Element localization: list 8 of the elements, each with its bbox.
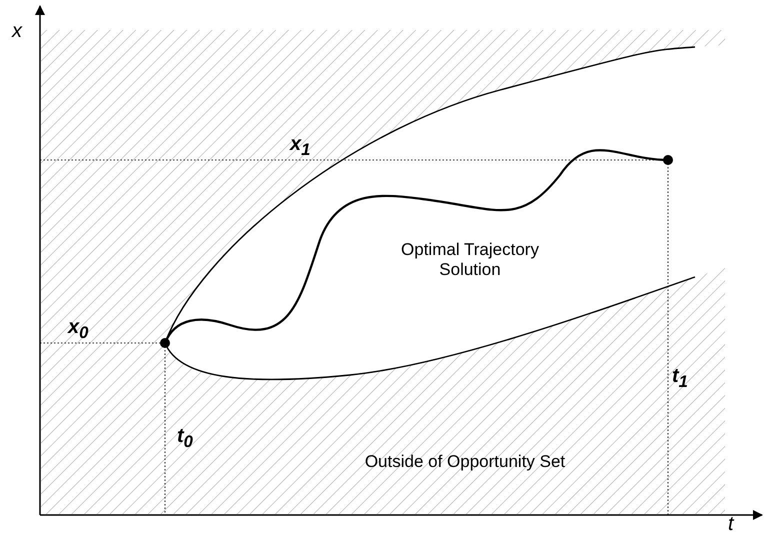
region-label: Outside of Opportunity Set — [364, 452, 566, 472]
axis-label: x — [12, 20, 22, 43]
point-label: t$_{1}$ — [672, 365, 688, 392]
point-label: t$_{0}$ — [177, 425, 193, 452]
point-label: x$_{1}$ — [290, 133, 310, 160]
point-label: x$_{0}$ — [68, 316, 88, 342]
axis-label: t — [728, 513, 734, 536]
curve-label: Optimal Trajectory Solution — [400, 240, 540, 280]
